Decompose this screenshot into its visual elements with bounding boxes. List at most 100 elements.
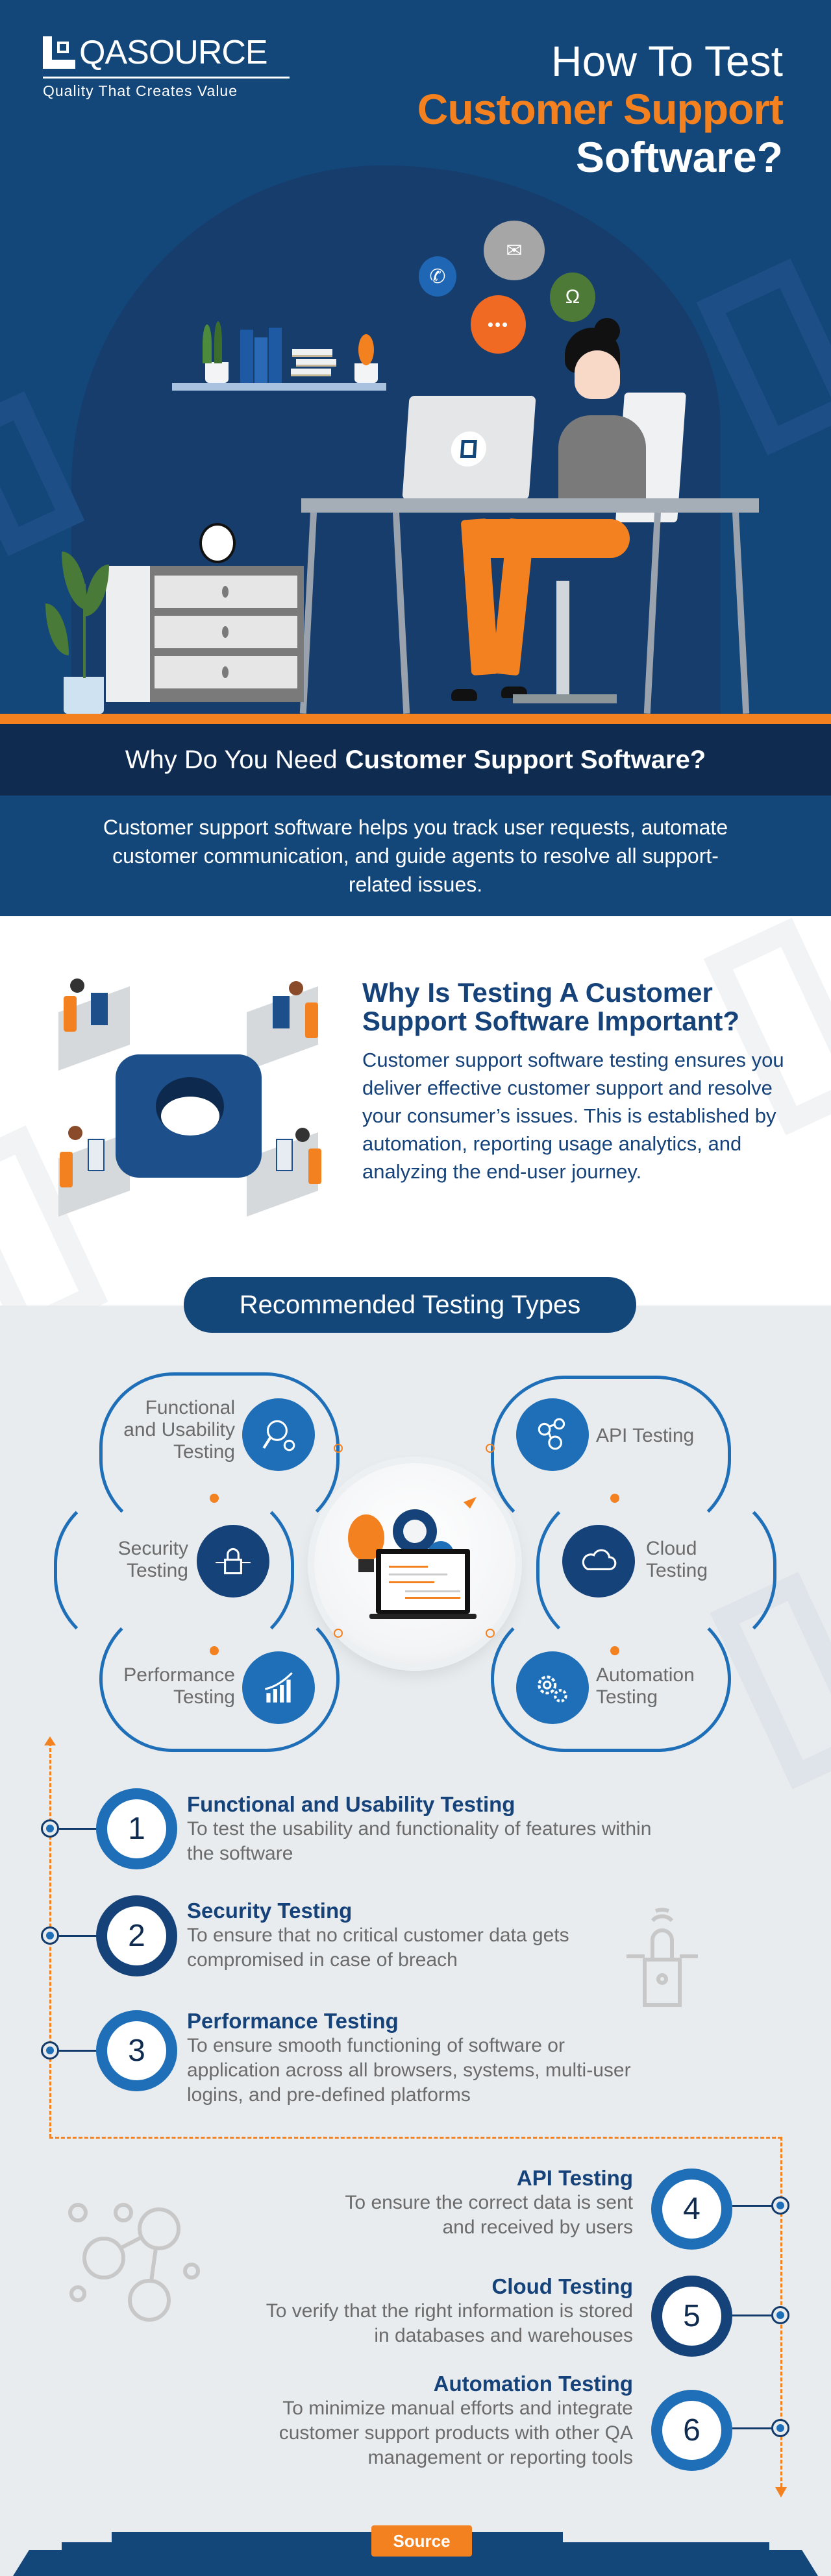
qasource-logo-mark-icon — [43, 36, 75, 69]
card-label: API Testing — [596, 1425, 695, 1446]
timeline-dashed-line — [49, 2137, 782, 2139]
timeline-node — [771, 2196, 789, 2215]
timeline-node — [771, 2306, 789, 2324]
list-item-desc: To ensure that no critical customer data… — [187, 1925, 569, 1971]
agent-avatar — [68, 1126, 82, 1140]
laptop — [402, 396, 536, 500]
card-security[interactable] — [54, 1489, 294, 1651]
growth-chart-icon — [242, 1651, 315, 1724]
timeline-connector — [732, 2315, 773, 2316]
timeline-node — [41, 2041, 59, 2060]
badge-number: 5 — [662, 2287, 721, 2346]
chat-icon: ••• — [471, 295, 526, 354]
number-badge-3: 3 — [96, 2010, 177, 2091]
importance-body: Customer support software testing ensure… — [362, 1049, 784, 1183]
qasource-logo[interactable]: QASOURCE Quality That Creates Value — [43, 36, 290, 100]
agent-avatar — [289, 981, 303, 995]
circuit-lock-watermark-icon — [626, 1908, 698, 2007]
list-item-desc: To verify that the right information is … — [266, 2300, 633, 2346]
book-icon — [269, 328, 282, 383]
agent-avatar — [295, 1128, 310, 1142]
connector-dot — [334, 1629, 343, 1638]
plant-stem — [83, 584, 86, 678]
source-button[interactable]: Source — [371, 2525, 472, 2557]
badge-number: 1 — [107, 1799, 166, 1858]
person-face — [575, 350, 620, 399]
card-cloud[interactable] — [536, 1489, 776, 1651]
card-automation[interactable] — [491, 1606, 731, 1752]
arrow-up-icon — [44, 1736, 56, 1745]
workstation-monitor — [276, 1139, 293, 1171]
book-icon — [254, 337, 267, 383]
number-badge-6: 6 — [651, 2390, 732, 2471]
timeline-node — [771, 2419, 789, 2437]
hero-section: QASOURCE Quality That Creates Value How … — [0, 0, 831, 714]
gear-hole-inner — [161, 1097, 219, 1136]
list-item-title: Automation Testing — [433, 2372, 633, 2396]
person-lap — [467, 519, 630, 558]
connector-dot — [486, 1629, 495, 1638]
list-item-title: Security Testing — [187, 1899, 353, 1923]
list-item-desc: To ensure the correct data is sent and r… — [345, 2192, 633, 2238]
agent-avatar — [70, 978, 84, 993]
importance-heading: Why Is Testing A Customer Support Softwa… — [362, 977, 739, 1036]
list-item-title: API Testing — [516, 2166, 633, 2190]
plant-leaf-icon — [203, 324, 212, 363]
book-icon — [240, 330, 253, 383]
person-shoe — [451, 689, 477, 701]
clock-icon — [199, 523, 236, 563]
timeline-connector — [59, 1935, 98, 1937]
recommended-title: Recommended Testing Types — [239, 1290, 581, 1319]
shelf-plant-pot — [205, 362, 229, 383]
badge-number: 3 — [107, 2021, 166, 2080]
card-label: Security Testing — [118, 1538, 188, 1581]
circuit-lock-icon — [197, 1525, 269, 1598]
connector-dot — [486, 1444, 495, 1453]
connector-dot — [210, 1646, 219, 1655]
workstation-chair — [60, 1152, 73, 1187]
why-need-body: Customer support software helps you trac… — [103, 816, 728, 896]
list-item-desc: To ensure smooth functioning of software… — [187, 2035, 631, 2106]
list-item-desc: To test the usability and functionality … — [187, 1818, 652, 1864]
workstation-chair — [64, 996, 77, 1032]
timeline-node — [41, 1926, 59, 1945]
logo-divider — [43, 77, 290, 79]
connector-dot — [610, 1646, 619, 1655]
laptop-logo-icon — [449, 431, 488, 467]
magnifier-gear-icon — [242, 1398, 315, 1471]
number-badge-2: 2 — [96, 1895, 177, 1976]
workstation-chair — [308, 1148, 321, 1184]
timeline-connector — [59, 1828, 98, 1830]
timeline-connector — [732, 2205, 773, 2207]
badge-number: 4 — [662, 2180, 721, 2239]
workstation-monitor — [91, 993, 108, 1025]
arrow-down-icon — [775, 2487, 787, 2497]
card-performance[interactable] — [99, 1606, 340, 1752]
brand-name: QASOURCE — [79, 34, 268, 71]
desk — [301, 498, 759, 513]
card-functional-usability[interactable] — [99, 1372, 340, 1535]
connector-dot — [334, 1444, 343, 1453]
why-need-description: Customer support software helps you trac… — [0, 796, 831, 916]
central-hub-illustration — [314, 1463, 515, 1664]
number-badge-5: 5 — [651, 2276, 732, 2357]
headset-icon: Ω — [550, 273, 595, 322]
title-line-2: Customer Support — [417, 84, 784, 133]
timeline-connector — [732, 2427, 773, 2429]
workstation-chair — [305, 1002, 318, 1038]
card-api[interactable] — [491, 1376, 731, 1535]
cloud-icon — [562, 1525, 635, 1598]
workstation-monitor — [273, 996, 290, 1028]
wall-shelf — [172, 383, 386, 391]
number-badge-4: 4 — [651, 2169, 732, 2250]
page-title: How To Test Customer Support Software? — [417, 37, 784, 182]
desk-leg — [732, 512, 750, 714]
brand-tagline: Quality That Creates Value — [43, 82, 238, 99]
floor-plant-pot — [64, 677, 104, 714]
phone-icon: ✆ — [419, 256, 456, 297]
gears-icon — [516, 1651, 589, 1724]
book-stack-icon — [291, 369, 331, 376]
timeline-connector — [59, 2050, 98, 2052]
cabinet-drawer — [155, 576, 297, 608]
list-item-title: Cloud Testing — [491, 2274, 633, 2298]
